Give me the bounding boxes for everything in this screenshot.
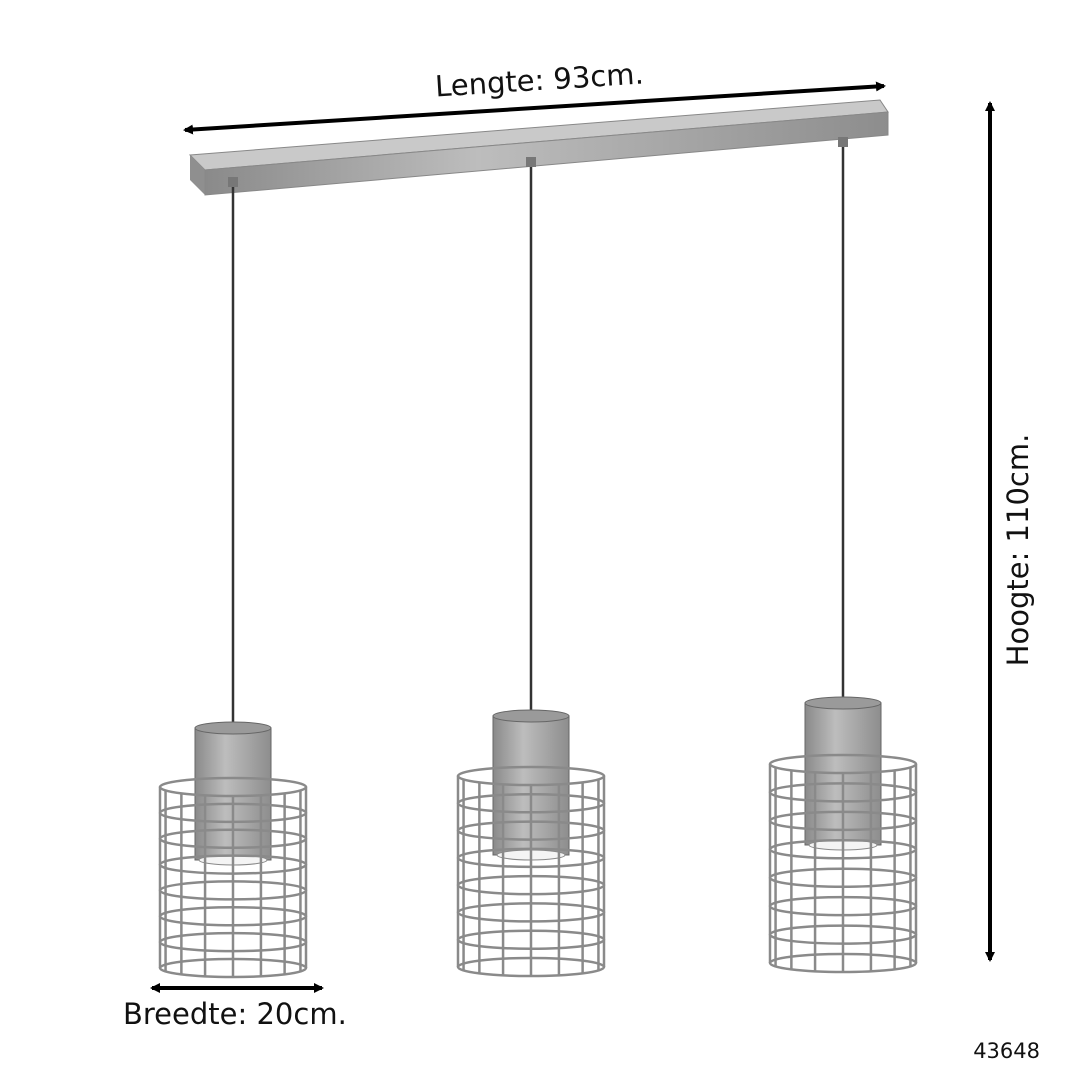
pendant-lamp-left: [158, 721, 308, 979]
height-label: Hoogte: 110cm.: [1001, 434, 1035, 667]
width-label: Breedte: 20cm.: [123, 997, 347, 1031]
wire-cage: [158, 776, 308, 979]
lamps: [158, 696, 918, 979]
wire-cage: [456, 765, 606, 978]
pendant-lamp-right: [768, 696, 918, 974]
product-code: 43648: [973, 1039, 1040, 1063]
cord-grip-center: [526, 157, 536, 167]
wire-cage: [768, 753, 918, 974]
cord-grip-left: [228, 177, 238, 187]
cord-grip-right: [838, 137, 848, 147]
length-arrow: [183, 81, 886, 135]
pendant-lamp-center: [456, 709, 606, 978]
cords: [228, 137, 848, 728]
ceiling-bar: [188, 99, 889, 196]
length-label: Lengte: 93cm.: [434, 56, 645, 103]
